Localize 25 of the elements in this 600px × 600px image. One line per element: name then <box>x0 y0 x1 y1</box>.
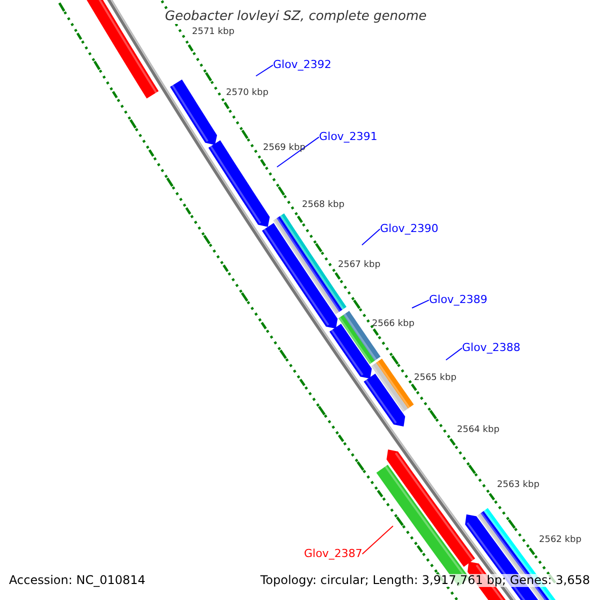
leader-line <box>362 228 380 246</box>
scale-label: 2565 kbp <box>414 374 456 384</box>
scale-label: 2564 kbp <box>457 426 500 436</box>
map-title: Geobacter lovleyi SZ, complete genome <box>165 10 427 24</box>
genome-summary-text: Topology: circular; Length: 3,917,761 bp; Genes: 3,658 <box>260 574 590 588</box>
gene-label: Glov_2391 <box>319 131 378 144</box>
scale-label: 2562 kbp <box>539 536 582 546</box>
leader-line <box>256 64 274 76</box>
accession-text: Accession: NC_010814 <box>9 574 146 588</box>
scale-label: 2569 kbp <box>263 144 306 154</box>
gene-label: Glov_2390 <box>380 223 438 236</box>
scale-label: 2567 kbp <box>338 261 380 271</box>
scale-label: 2563 kbp <box>497 481 540 491</box>
gene-label: Glov_2392 <box>273 59 332 72</box>
scale-label: 2570 kbp <box>226 89 268 99</box>
leader-line <box>446 348 462 360</box>
leader-line <box>362 526 394 555</box>
gene-label: Glov_2387 <box>304 548 362 560</box>
gene-label: Glov_2389 <box>429 294 488 306</box>
gene-label: Glov_2388 <box>462 342 520 354</box>
scale-label: 2571 kbp <box>192 28 234 38</box>
leader-line <box>276 136 320 168</box>
scale-label: 2568 kbp <box>302 201 344 211</box>
scale-label: 2566 kbp <box>372 320 414 330</box>
leader-line <box>412 300 430 308</box>
